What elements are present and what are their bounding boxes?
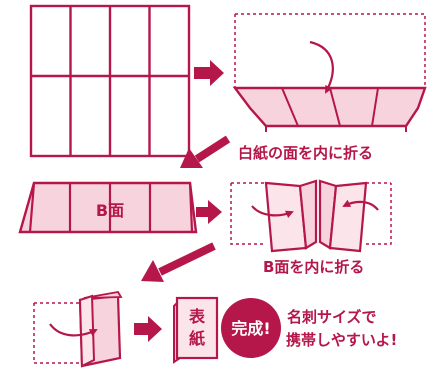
arrow-down-left-icon <box>180 135 231 168</box>
complete-badge-label: 完成! <box>231 319 270 338</box>
curved-arrow-icon <box>309 40 334 94</box>
flat-sheet-8-panels <box>29 4 191 158</box>
arrow-down-left-icon <box>141 242 216 282</box>
complete-badge <box>221 298 281 358</box>
tent-panel-b <box>18 181 198 234</box>
final-note-line1: 名刺サイズで <box>287 308 377 326</box>
cover-label-line1: 表 <box>188 307 206 326</box>
curved-arrow-icon <box>49 323 98 337</box>
curved-arrow-icon <box>251 205 294 219</box>
folded-sheet-top-half <box>232 13 427 132</box>
folded-booklet <box>33 291 123 368</box>
arrow-right-icon <box>196 200 222 224</box>
arrow-right-icon <box>194 60 224 86</box>
cover-booklet <box>173 296 219 364</box>
step1-caption: 白紙の面を内に折る <box>238 144 373 162</box>
side-panels-folding-in <box>230 179 392 253</box>
b-panel-label: B面 <box>96 201 124 220</box>
curved-arrow-icon <box>342 199 379 211</box>
final-note-line2: 携帯しやすいよ! <box>286 331 397 349</box>
cover-label-line2: 紙 <box>189 329 205 348</box>
arrow-right-icon <box>134 316 162 342</box>
step2-caption: B面を内に折る <box>263 258 364 276</box>
